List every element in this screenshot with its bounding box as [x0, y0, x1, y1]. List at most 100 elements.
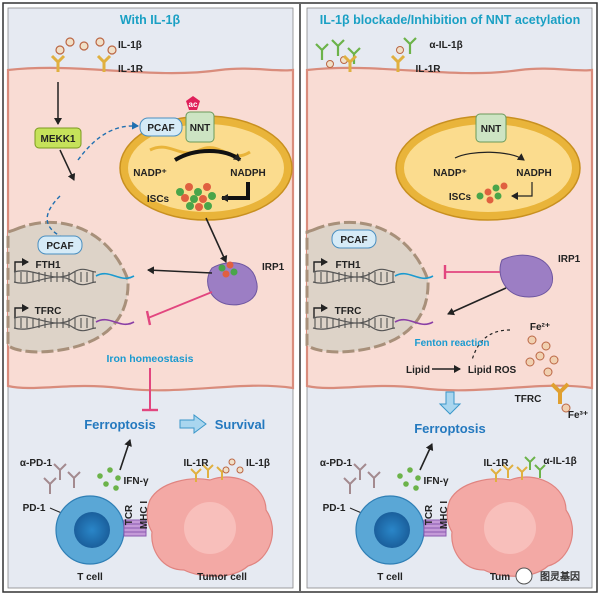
tcell-nucleus-right: [374, 512, 410, 548]
acetyl-label: ac: [189, 100, 198, 109]
fth1-label-left: FTH1: [36, 260, 61, 271]
ifng-dots-left: [97, 467, 121, 491]
irp1-bound-iscs: [218, 261, 238, 278]
apd1-antibodies-right: [343, 463, 381, 494]
il1b-label: IL-1β: [118, 40, 142, 51]
nadph-to-iscs-arrow-right: [511, 182, 533, 200]
tumor-ail1b-right: [524, 456, 546, 478]
nadp-to-nadph-arrow: [173, 149, 242, 162]
tumor-il1r-label-right: IL-1R: [484, 458, 510, 469]
nnt-box-left: [185, 111, 215, 143]
fe3-dot: [561, 403, 571, 413]
iron-dots-right: [525, 335, 559, 377]
ferroptosis-label-left: Ferroptosis: [84, 417, 156, 432]
apd1-label-right: α-PD-1: [320, 458, 353, 469]
fth1-promoter-arrow: [14, 258, 29, 272]
pcaf-nucleus-label: PCAF: [46, 241, 73, 252]
pcaf-translocation-dashed: [46, 195, 61, 237]
ail1b-antibodies-top: [315, 37, 417, 64]
tcr-label-left: TCR: [124, 504, 135, 525]
tfrc-mrna: [95, 318, 135, 326]
iscs-label-left: ISCs: [147, 194, 170, 205]
survival-label: Survival: [215, 417, 266, 432]
mekk1-box: [34, 127, 82, 149]
tumor-ail1b-label-right: α-IL-1β: [543, 456, 576, 467]
ifng-label-right: IFN-γ: [424, 476, 449, 487]
iscs-cluster-left: [176, 183, 216, 211]
tfrc-promoter-arrow-right: [313, 304, 328, 318]
tumor-il1b-label-left: IL-1β: [246, 458, 270, 469]
nnt-label-left: NNT: [190, 123, 211, 134]
nadp-label-right: NADP⁺: [433, 168, 467, 179]
tcell-label-left: T cell: [77, 572, 103, 583]
tumor-il1b-left: [222, 458, 244, 474]
arrow-ifng-ferroptosis-right: [419, 443, 434, 471]
ail1b-label-top: α-IL-1β: [429, 40, 462, 51]
fenton-label: Fenton reaction: [414, 338, 489, 349]
apd1-label-left: α-PD-1: [20, 458, 53, 469]
nadph-to-iscs-arrow: [221, 182, 250, 202]
tumor-il1r-label-left: IL-1R: [184, 458, 210, 469]
down-arrow-ferroptosis-right: [438, 391, 462, 415]
fenton-dashed-arrow: [471, 329, 511, 361]
left-title: With IL-1β: [120, 13, 181, 27]
mitochondrion-right: [395, 115, 581, 221]
lipid-label: Lipid: [406, 365, 430, 376]
nadph-label-left: NADPH: [230, 168, 266, 179]
iscs-label-right: ISCs: [449, 192, 472, 203]
il1r-label: IL-1R: [118, 64, 144, 75]
irp1-label-right: IRP1: [558, 254, 581, 265]
nadp-to-nadph-arrow-right: [454, 151, 525, 161]
fth1-promoter-arrow-right: [313, 258, 328, 272]
irp1-right-shape: [499, 254, 554, 298]
ferroptosis-label-right: Ferroptosis: [414, 421, 486, 436]
tumor-il1r-right: [490, 464, 528, 482]
mhc-label-left: MHC I: [139, 501, 150, 530]
il1b-ligands: [55, 37, 117, 55]
arrow-ifng-ferroptosis: [119, 439, 132, 471]
tumor-label-right: Tum: [490, 572, 510, 583]
nnt-label-right: NNT: [481, 124, 502, 135]
arrow-iscs-irp1: [205, 217, 228, 263]
tcell-nucleus-left: [74, 512, 110, 548]
watermark-text: 图灵基因: [540, 570, 580, 583]
tumor-nucleus-left: [184, 502, 236, 554]
arrow-irp1-tfrc-right: [447, 287, 507, 316]
ferroptosis-to-survival-arrow: [179, 414, 207, 434]
iscs-cluster-right: [476, 182, 508, 204]
pcaf-label-right: PCAF: [340, 235, 367, 246]
inhibit-irp1-tfrc: [147, 291, 213, 319]
pd1-label-right: PD-1: [323, 503, 346, 514]
mekk1-label: MEKK1: [40, 134, 75, 145]
pd1-label-left: PD-1: [23, 503, 46, 514]
ifng-label-left: IFN-γ: [124, 476, 149, 487]
arrow-mekk1-pcaf: [59, 149, 76, 181]
tumor-label-left: Tumor cell: [197, 572, 247, 583]
fe3-label: Fe³⁺: [568, 410, 588, 421]
il1r-receptors: [50, 54, 112, 72]
pcaf-top-label: PCAF: [147, 123, 174, 134]
irp1-left-shape: [207, 262, 258, 306]
fe2-label: Fe²⁺: [530, 322, 550, 333]
irp1-label-left: IRP1: [262, 262, 285, 273]
nadph-label-right: NADPH: [516, 168, 552, 179]
pcaf-nucleus-box: [37, 235, 83, 255]
fth1-label-right: FTH1: [336, 260, 361, 271]
il1r-label-right: IL-1R: [416, 64, 442, 75]
tcr-label-right: TCR: [424, 504, 435, 525]
nadp-label-left: NADP⁺: [133, 168, 167, 179]
right-panel: IL-1β blockade/Inhibition of NNT acetyla…: [305, 7, 594, 589]
pcaf-box-right: [331, 229, 377, 249]
fth1-mrna: [95, 272, 135, 280]
right-title: IL-1β blockade/Inhibition of NNT acetyla…: [320, 13, 580, 27]
tfrc-receptor-right: [550, 382, 570, 404]
ifng-dots-right: [397, 467, 421, 491]
pcaf-top-box: [139, 117, 183, 137]
tfrc-mrna-right: [394, 318, 434, 326]
il1r-receptors-right: [342, 54, 406, 72]
tumor-nucleus-right: [484, 502, 536, 554]
tfrc-label-left: TFRC: [35, 306, 62, 317]
mhc-label-right: MHC I: [439, 501, 450, 530]
left-panel: With IL-1β IL-1β IL-1R MEKK1 PCAF: [6, 7, 295, 589]
